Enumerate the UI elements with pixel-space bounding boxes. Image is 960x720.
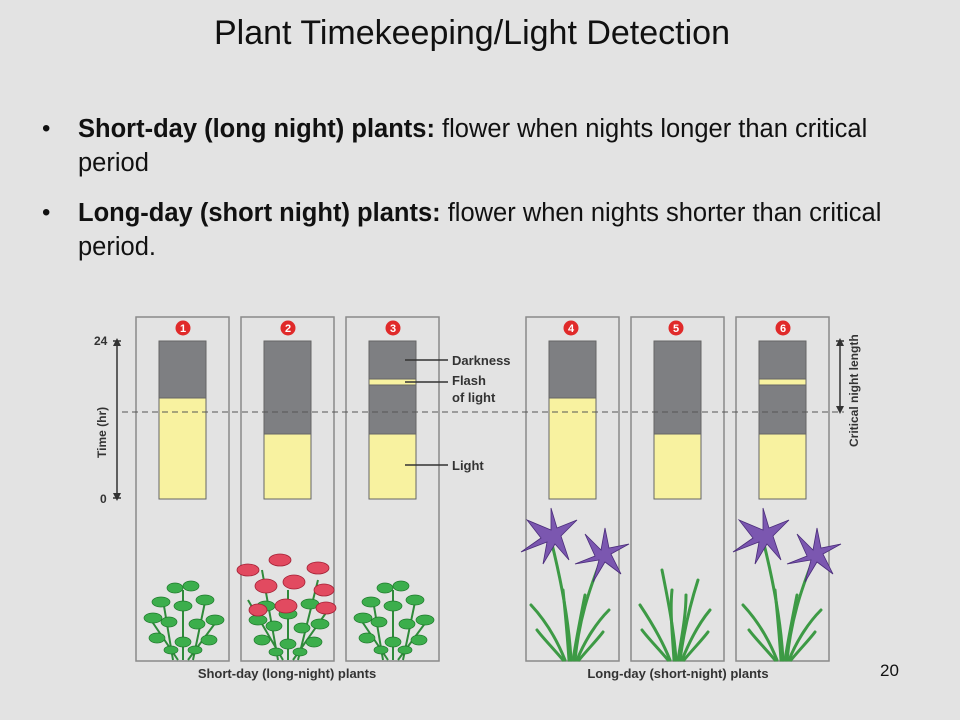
bar-5-light: [653, 433, 702, 500]
bullet-short-day-text: flower when nights longer than critical …: [78, 115, 868, 177]
bullet-long-day-term: Long-day (short night) plants:: [78, 199, 441, 227]
page-number: 20: [880, 661, 899, 680]
group-label-short-day: Short-day (long-night) plants: [198, 666, 376, 681]
bar-5-darkness: [653, 340, 702, 435]
panel-2: [240, 316, 335, 662]
badge-3: 3: [390, 323, 396, 335]
panel-badges: 1 2 3 4 5 6: [175, 320, 791, 336]
critical-night-axis: Critical night length: [836, 334, 861, 447]
bullet-list: • Short-day (long night) plants: flower …: [40, 112, 920, 280]
bar-4-light: [548, 397, 597, 500]
plant-3-leafy-bush: [353, 580, 435, 661]
panels: [135, 316, 830, 662]
callout-flash-line1: Flash: [452, 373, 486, 388]
badge-1: 1: [180, 323, 186, 335]
bar-1-darkness: [158, 340, 207, 399]
badge-6-circle: [775, 320, 791, 336]
bar-6-flash: [758, 378, 807, 386]
badge-4-circle: [563, 320, 579, 336]
plant-2-flowering: [236, 553, 337, 661]
panel-1: [135, 316, 230, 662]
badge-3-circle: [385, 320, 401, 336]
bar-2-darkness: [263, 340, 312, 435]
callout-flash-line2: of light: [452, 390, 496, 405]
callout-darkness: Darkness: [452, 353, 511, 368]
badge-6: 6: [780, 323, 786, 335]
badge-1-circle: [175, 320, 191, 336]
plant-4-iris-flowering: [520, 507, 630, 662]
bar-6-light: [758, 433, 807, 500]
y-tick-0: 0: [100, 492, 107, 506]
callout-light: Light: [452, 458, 484, 473]
slide-title: Plant Timekeeping/Light Detection: [214, 14, 730, 52]
bullet-short-day: • Short-day (long night) plants: flower …: [40, 112, 920, 180]
badge-4: 4: [568, 323, 575, 335]
bar-3-light: [368, 433, 417, 500]
time-bars: [158, 340, 807, 500]
callouts: Darkness Flash of light Light: [405, 353, 511, 473]
bar-2-light: [263, 433, 312, 500]
bar-4-darkness: [548, 340, 597, 399]
badge-5: 5: [673, 323, 679, 335]
bar-1-light: [158, 397, 207, 500]
time-axis: 24 0 Time (hr): [94, 334, 121, 506]
bullet-short-day-term: Short-day (long night) plants:: [78, 115, 435, 143]
bar-3-darkness: [368, 340, 417, 435]
badge-5-circle: [668, 320, 684, 336]
bullet-long-day: • Long-day (short night) plants: flower …: [40, 196, 920, 264]
bar-6-darkness: [758, 340, 807, 435]
critical-night-label: Critical night length: [847, 334, 861, 447]
panel-3: [345, 316, 440, 662]
group-label-long-day: Long-day (short-night) plants: [587, 666, 768, 681]
plant-6-iris-flowering: [732, 507, 842, 662]
plant-1-leafy-bush: [143, 580, 225, 661]
y-tick-24: 24: [94, 334, 108, 348]
bullet-dot: •: [42, 199, 51, 226]
plant-5-iris-leaves: [638, 568, 712, 662]
bullet-dot: •: [42, 115, 51, 142]
bullet-long-day-text: flower when nights shorter than critical…: [78, 199, 882, 261]
y-axis-label: Time (hr): [95, 407, 109, 458]
badge-2: 2: [285, 323, 291, 335]
badge-2-circle: [280, 320, 296, 336]
